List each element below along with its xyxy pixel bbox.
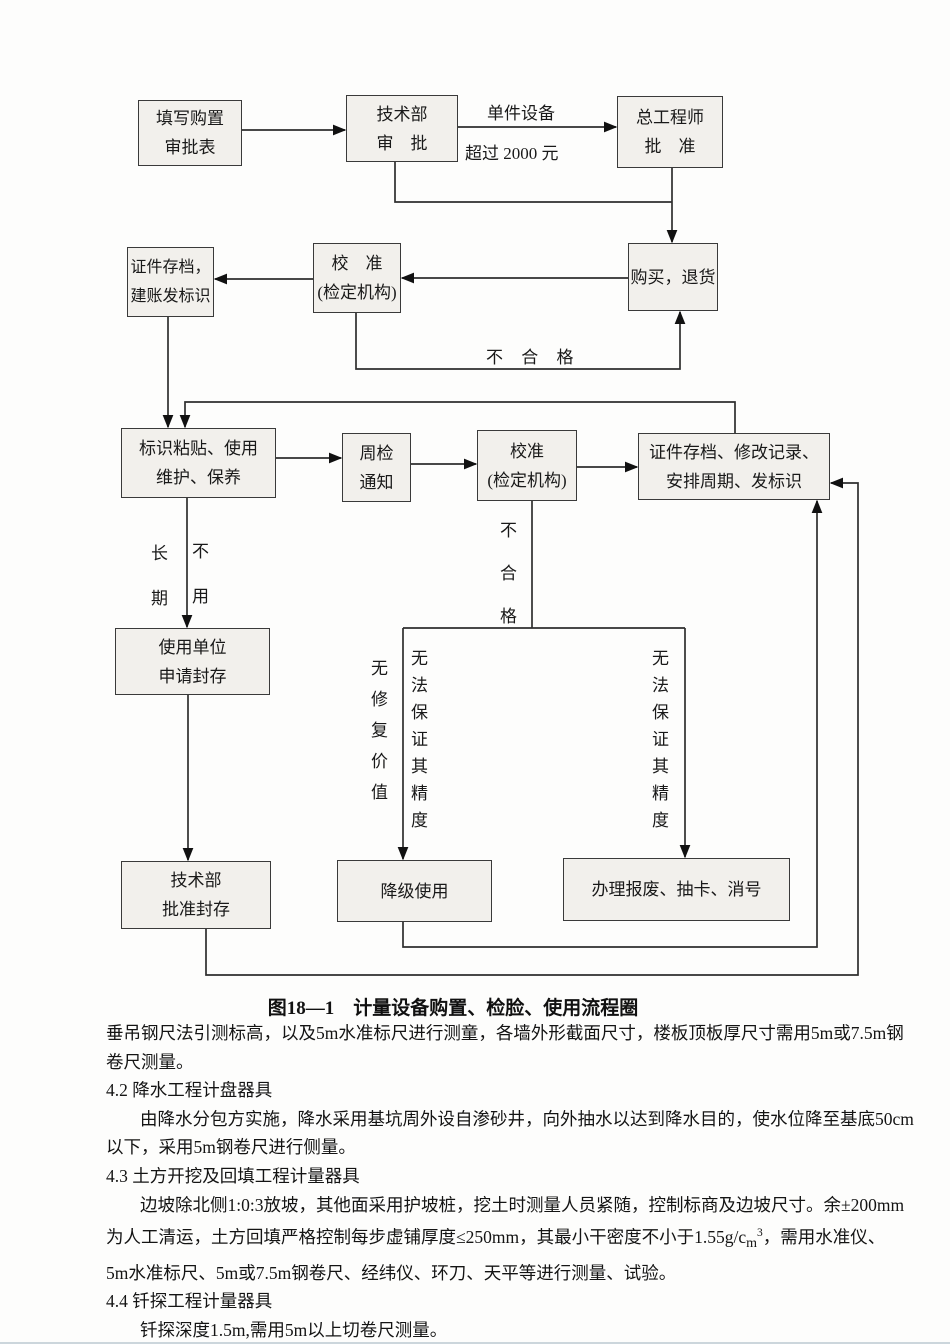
page-bottom-edge — [0, 1342, 950, 1344]
box-line: (检定机构) — [317, 283, 397, 302]
box-line: 证件存档、修改记录、 — [649, 442, 819, 462]
body-line: 钎探深度1.5m,需用5m以上切卷尺测量。 — [140, 1319, 448, 1340]
box-line: 申请封存 — [158, 666, 227, 686]
box-line: 批 准 — [644, 137, 696, 156]
flow-edge-approveseal-return — [205, 477, 859, 976]
flowchart-figure: 填写购置 审批表 技术部 审 批 总工程师 批 准 购买，退货 校 准 (检定机… — [115, 95, 859, 976]
box-line: 技术部 — [376, 104, 428, 124]
body-line: 5m水准标尺、5m或7.5m钢卷尺、经纬仪、环刀、天平等进行测量、试验。 — [106, 1262, 677, 1283]
flow-edge-unqualified-return — [355, 310, 686, 370]
section-heading-4-3: 4.3 土方开挖及回填工程计量器具 — [106, 1165, 360, 1186]
edge-label-over-2000: 超过 2000 元 — [465, 144, 559, 163]
box-weekly-inspection-notice: 周检 通知 — [342, 433, 411, 502]
body-line: 边坡除北侧1:0:3放坡，其他面采用护坡桩，挖土时测量人员紧随，控制标商及边坡尺… — [140, 1194, 905, 1215]
unit-superscript-3: 3 — [756, 1227, 763, 1240]
flowchart-connectors — [162, 121, 859, 976]
body-line-density: 为人工清运，土方回填严格控制每步虚铺厚度≤250mm，其最小干密度不小于1.55… — [106, 1219, 898, 1259]
body-text-segment: 为人工清运，土方回填严格控制每步虚铺厚度≤250mm，其最小干密度不小于1.55… — [106, 1227, 747, 1248]
edge-label-cannot-assure-precision-right: 无法保证其精度 — [652, 649, 669, 830]
box-line: 证件存档， — [130, 259, 211, 276]
box-line: (检定机构) — [487, 470, 567, 490]
box-tech-approve-seal: 技术部 批准封存 — [121, 861, 271, 929]
box-line: 通知 — [359, 472, 394, 492]
box-scrap-cancel: 办理报废、抽卡、消号 — [563, 858, 790, 921]
box-fill-purchase-form: 填写购置 审批表 — [138, 100, 242, 166]
box-line: 填写购置 — [156, 109, 224, 128]
box-label-paste-maintain: 标识粘贴、使用 维护、保养 — [121, 428, 276, 498]
box-purchase-return: 购买，退货 — [628, 243, 718, 311]
flow-edge-downgrade-return — [402, 499, 823, 948]
body-line: 垂吊钢尺法引测标高，以及5m水准标尺进行测童，各墙外形截面尺寸，楼板顶板厚尺寸需… — [106, 1023, 904, 1043]
body-line: 以下，采用5m钢卷尺进行侧量。 — [106, 1137, 356, 1158]
edge-label-no-repair-value: 无修复价值 — [371, 659, 388, 802]
box-line: 降级使用 — [380, 881, 449, 901]
box-line: 周检 — [359, 443, 394, 463]
unit-subscript-m: m — [746, 1236, 757, 1252]
edge-label-cannot-assure-precision-left: 无法保证其精度 — [411, 649, 428, 830]
figure-caption: 图18—1 计量设备购置、检脸、使用流程圈 — [267, 998, 639, 1019]
flow-edge-tech-down — [394, 162, 672, 203]
box-downgrade-use: 降级使用 — [337, 860, 492, 922]
edge-label-unqualified-vertical: 不合格 — [500, 521, 517, 626]
body-line: 由降水分包方实施，降水采用基坑周外设自渗砂井，向外抽水以达到降水目的，使水位降至… — [140, 1108, 914, 1129]
box-line: 校 准 — [331, 254, 383, 273]
box-line: 标识粘贴、使用 — [139, 439, 258, 458]
box-tech-dept-review: 技术部 审 批 — [346, 95, 458, 162]
box-line: 总工程师 — [636, 108, 704, 127]
body-line: 卷尺测量。 — [106, 1051, 194, 1072]
box-calibration-2: 校准 (检定机构) — [477, 430, 577, 501]
box-archive-ledger: 证件存档， 建账发标识 — [127, 247, 214, 317]
box-archive-modify-schedule: 证件存档、修改记录、 安排周期、发标识 — [638, 433, 830, 500]
box-line: 审批表 — [164, 138, 216, 157]
flow-edge-archive2-feedback — [179, 401, 736, 433]
section-heading-4-4: 4.4 钎探工程计量器具 — [106, 1291, 273, 1312]
box-line: 使用单位 — [158, 637, 227, 657]
box-line: 维护、保养 — [156, 468, 241, 487]
box-line: 技术部 — [170, 871, 222, 890]
box-line: 安排周期、发标识 — [666, 471, 802, 491]
edge-label-unqualified-return: 不 合 格 — [486, 348, 581, 367]
edge-label-long-term: 长期 — [151, 544, 168, 608]
box-line: 建账发标识 — [130, 288, 211, 305]
box-line: 审 批 — [376, 133, 428, 153]
body-text: 垂吊钢尺法引测标高，以及5m水准标尺进行测童，各墙外形截面尺寸，楼板顶板厚尺寸需… — [106, 1019, 914, 1344]
box-apply-seal-storage: 使用单位 申请封存 — [115, 628, 270, 695]
section-heading-4-2: 4.2 降水工程计盘器具 — [106, 1080, 273, 1101]
edge-label-single-device: 单件设备 — [487, 104, 555, 123]
box-line: 批准封存 — [162, 900, 230, 919]
box-line: 办理报废、抽卡、消号 — [591, 880, 762, 899]
box-line: 购买，退货 — [630, 267, 716, 287]
box-line: 校准 — [510, 441, 544, 461]
box-calibration-1: 校 准 (检定机构) — [313, 243, 401, 313]
box-chief-engineer-approve: 总工程师 批 准 — [617, 96, 723, 168]
edge-label-not-used: 不用 — [192, 542, 209, 606]
body-text-segment: ，需用水准仪、 — [762, 1227, 886, 1248]
